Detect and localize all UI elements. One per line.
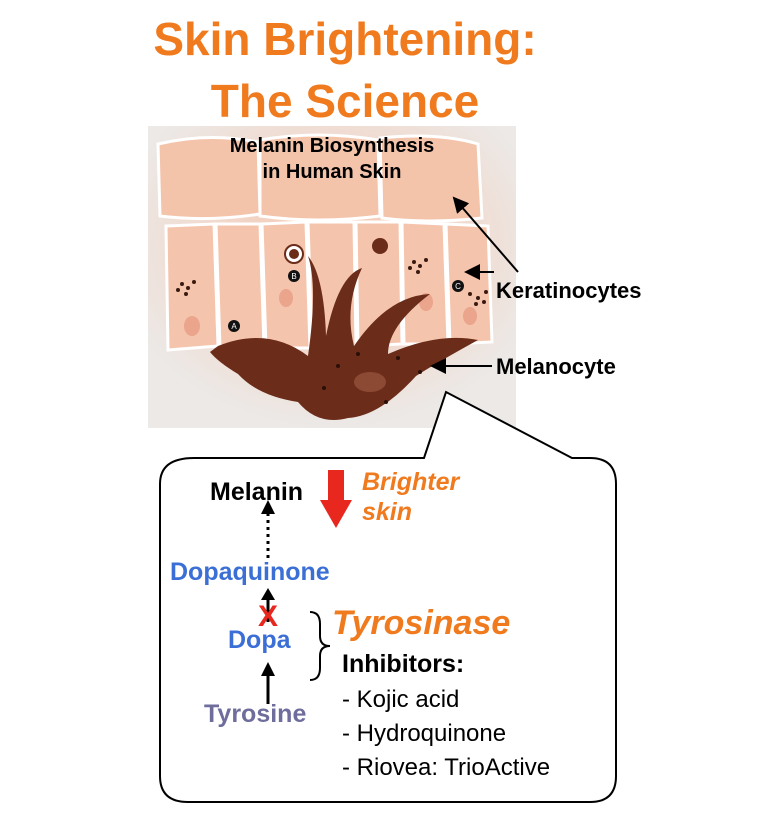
illustration-caption-line2: in Human Skin xyxy=(262,161,402,183)
inhibitor-item: - Kojic acid xyxy=(342,686,460,713)
inhibitor-item: - Hydroquinone xyxy=(342,720,507,747)
tyrosinase-brace xyxy=(309,611,331,681)
keratinocytes-label: Keratinocytes xyxy=(496,278,642,303)
cell-marker-b: B xyxy=(288,270,300,282)
svg-text:B: B xyxy=(291,272,296,281)
melanosome-vesicle xyxy=(372,238,388,254)
dopaquinone-label: Dopaquinone xyxy=(170,558,330,586)
brighter-skin-line2: skin xyxy=(362,498,413,526)
dopa-label: Dopa xyxy=(228,626,291,654)
keratinocyte-pointer-upper xyxy=(452,196,519,273)
cell-marker-a: A xyxy=(228,320,240,332)
inhibition-x-icon: X xyxy=(258,600,278,633)
cell-nuclei xyxy=(184,289,477,336)
skin-illustration: A B C xyxy=(148,126,516,428)
svg-text:C: C xyxy=(455,282,461,291)
upper-cell-layer xyxy=(156,133,484,223)
melanin-label: Melanin xyxy=(210,478,304,506)
skin-cells-drawing: A B C xyxy=(148,126,516,428)
inhibitors-heading: Inhibitors: xyxy=(342,650,465,678)
cell-marker-c: C xyxy=(452,280,464,292)
svg-text:A: A xyxy=(231,322,237,331)
melanocyte-nucleus xyxy=(354,372,386,392)
page-title-line2: The Science xyxy=(210,75,480,127)
melanocyte-label: Melanocyte xyxy=(496,354,616,379)
tyrosinase-label: Tyrosinase xyxy=(332,604,511,642)
brighter-skin-line1: Brighter xyxy=(362,468,460,496)
melanocyte-cell xyxy=(210,256,478,420)
tyrosine-label: Tyrosine xyxy=(204,700,307,728)
pathway-callout-bubble xyxy=(159,390,617,803)
page-title-line1: Skin Brightening: xyxy=(153,13,537,65)
inhibitor-item: - Riovea: TrioActive xyxy=(342,754,551,781)
melanosome-clusters xyxy=(176,258,488,306)
illustration-caption-line1: Melanin Biosynthesis xyxy=(229,135,435,157)
decrease-arrow-icon xyxy=(320,470,352,528)
